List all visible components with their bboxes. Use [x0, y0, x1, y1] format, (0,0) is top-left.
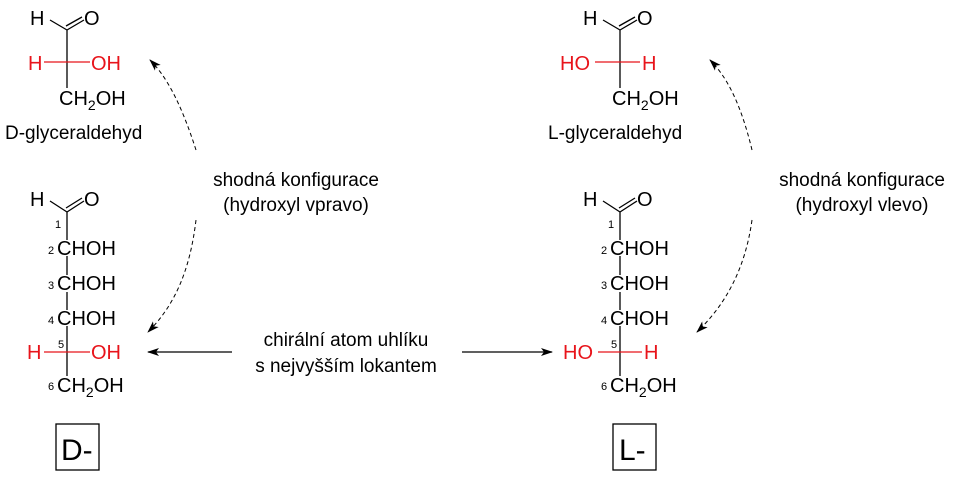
aldehyde-h: H — [30, 8, 44, 30]
l-glyceraldehyde-structure: H O HO H CH2OH L-glyceraldehyd — [548, 8, 682, 144]
left-config-note-2: (hydroxyl vpravo) — [223, 195, 369, 216]
svg-text:3: 3 — [601, 280, 607, 292]
aldehyde-o: O — [84, 8, 100, 30]
svg-text:H: H — [583, 189, 597, 211]
c5-right-h: H — [644, 342, 658, 364]
d-glyceraldehyde-structure: H O H OH CH2OH D-glyceraldehyd — [5, 8, 142, 144]
c2-left-ho: HO — [560, 53, 590, 75]
d-series-label: D- — [61, 434, 93, 467]
ch2oh: CH2OH — [59, 88, 126, 113]
ch2oh: CH2OH — [612, 88, 679, 113]
svg-text:CHOH: CHOH — [610, 238, 669, 260]
svg-text:1: 1 — [55, 219, 61, 231]
svg-text:5: 5 — [611, 339, 617, 351]
d-series-box — [55, 423, 100, 471]
aldehyde-h: H — [583, 8, 597, 30]
svg-text:2: 2 — [601, 245, 607, 257]
svg-text:CH2OH: CH2OH — [610, 375, 677, 400]
svg-text:6: 6 — [601, 381, 607, 393]
svg-text:5: 5 — [58, 339, 64, 351]
c2-right-h: H — [642, 53, 656, 75]
d-sugar-structure: H O 1 2 CHOH 3 CHOH 4 CHOH 5 H OH 6 CH2O… — [27, 189, 124, 471]
l-glyceraldehyde-name: L-glyceraldehyd — [548, 123, 682, 144]
chiral-note-2: s nejvyšším lokantem — [255, 356, 437, 377]
dashed-arrow-down-right — [696, 219, 753, 333]
c2-right-oh: OH — [91, 53, 121, 75]
right-config-note-1: shodná konfigurace — [779, 170, 945, 191]
svg-text:CHOH: CHOH — [610, 308, 669, 330]
svg-text:4: 4 — [601, 315, 607, 327]
left-config-note-1: shodná konfigurace — [213, 170, 379, 191]
svg-text:CH2OH: CH2OH — [57, 375, 124, 400]
svg-text:1: 1 — [608, 219, 614, 231]
svg-text:4: 4 — [48, 315, 54, 327]
svg-text:2: 2 — [48, 245, 54, 257]
svg-text:O: O — [84, 189, 100, 211]
c5-left-h: H — [27, 342, 41, 364]
dashed-arrow-up-right — [709, 59, 753, 151]
svg-text:CHOH: CHOH — [610, 273, 669, 295]
svg-text:6: 6 — [48, 381, 54, 393]
l-series-label: L- — [619, 434, 646, 467]
svg-text:3: 3 — [48, 280, 54, 292]
chiral-note-1: chirální atom uhlíku — [264, 330, 429, 351]
svg-text:CHOH: CHOH — [57, 238, 116, 260]
svg-text:H: H — [30, 189, 44, 211]
svg-text:O: O — [637, 189, 653, 211]
aldehyde-o: O — [637, 8, 653, 30]
svg-text:CHOH: CHOH — [57, 273, 116, 295]
c5-left-ho: HO — [563, 342, 593, 364]
c5-right-oh: OH — [91, 342, 121, 364]
dashed-arrow-up-left — [149, 59, 197, 151]
c2-left-h: H — [28, 53, 42, 75]
d-glyceraldehyde-name: D-glyceraldehyd — [5, 123, 142, 144]
svg-text:CHOH: CHOH — [57, 308, 116, 330]
dashed-arrow-down-left — [147, 219, 197, 333]
right-config-note-2: (hydroxyl vlevo) — [795, 195, 928, 216]
l-series-box — [612, 423, 657, 471]
l-sugar-structure: H O 1 2 CHOH 3 CHOH 4 CHOH 5 HO H 6 CH2O… — [563, 189, 677, 471]
